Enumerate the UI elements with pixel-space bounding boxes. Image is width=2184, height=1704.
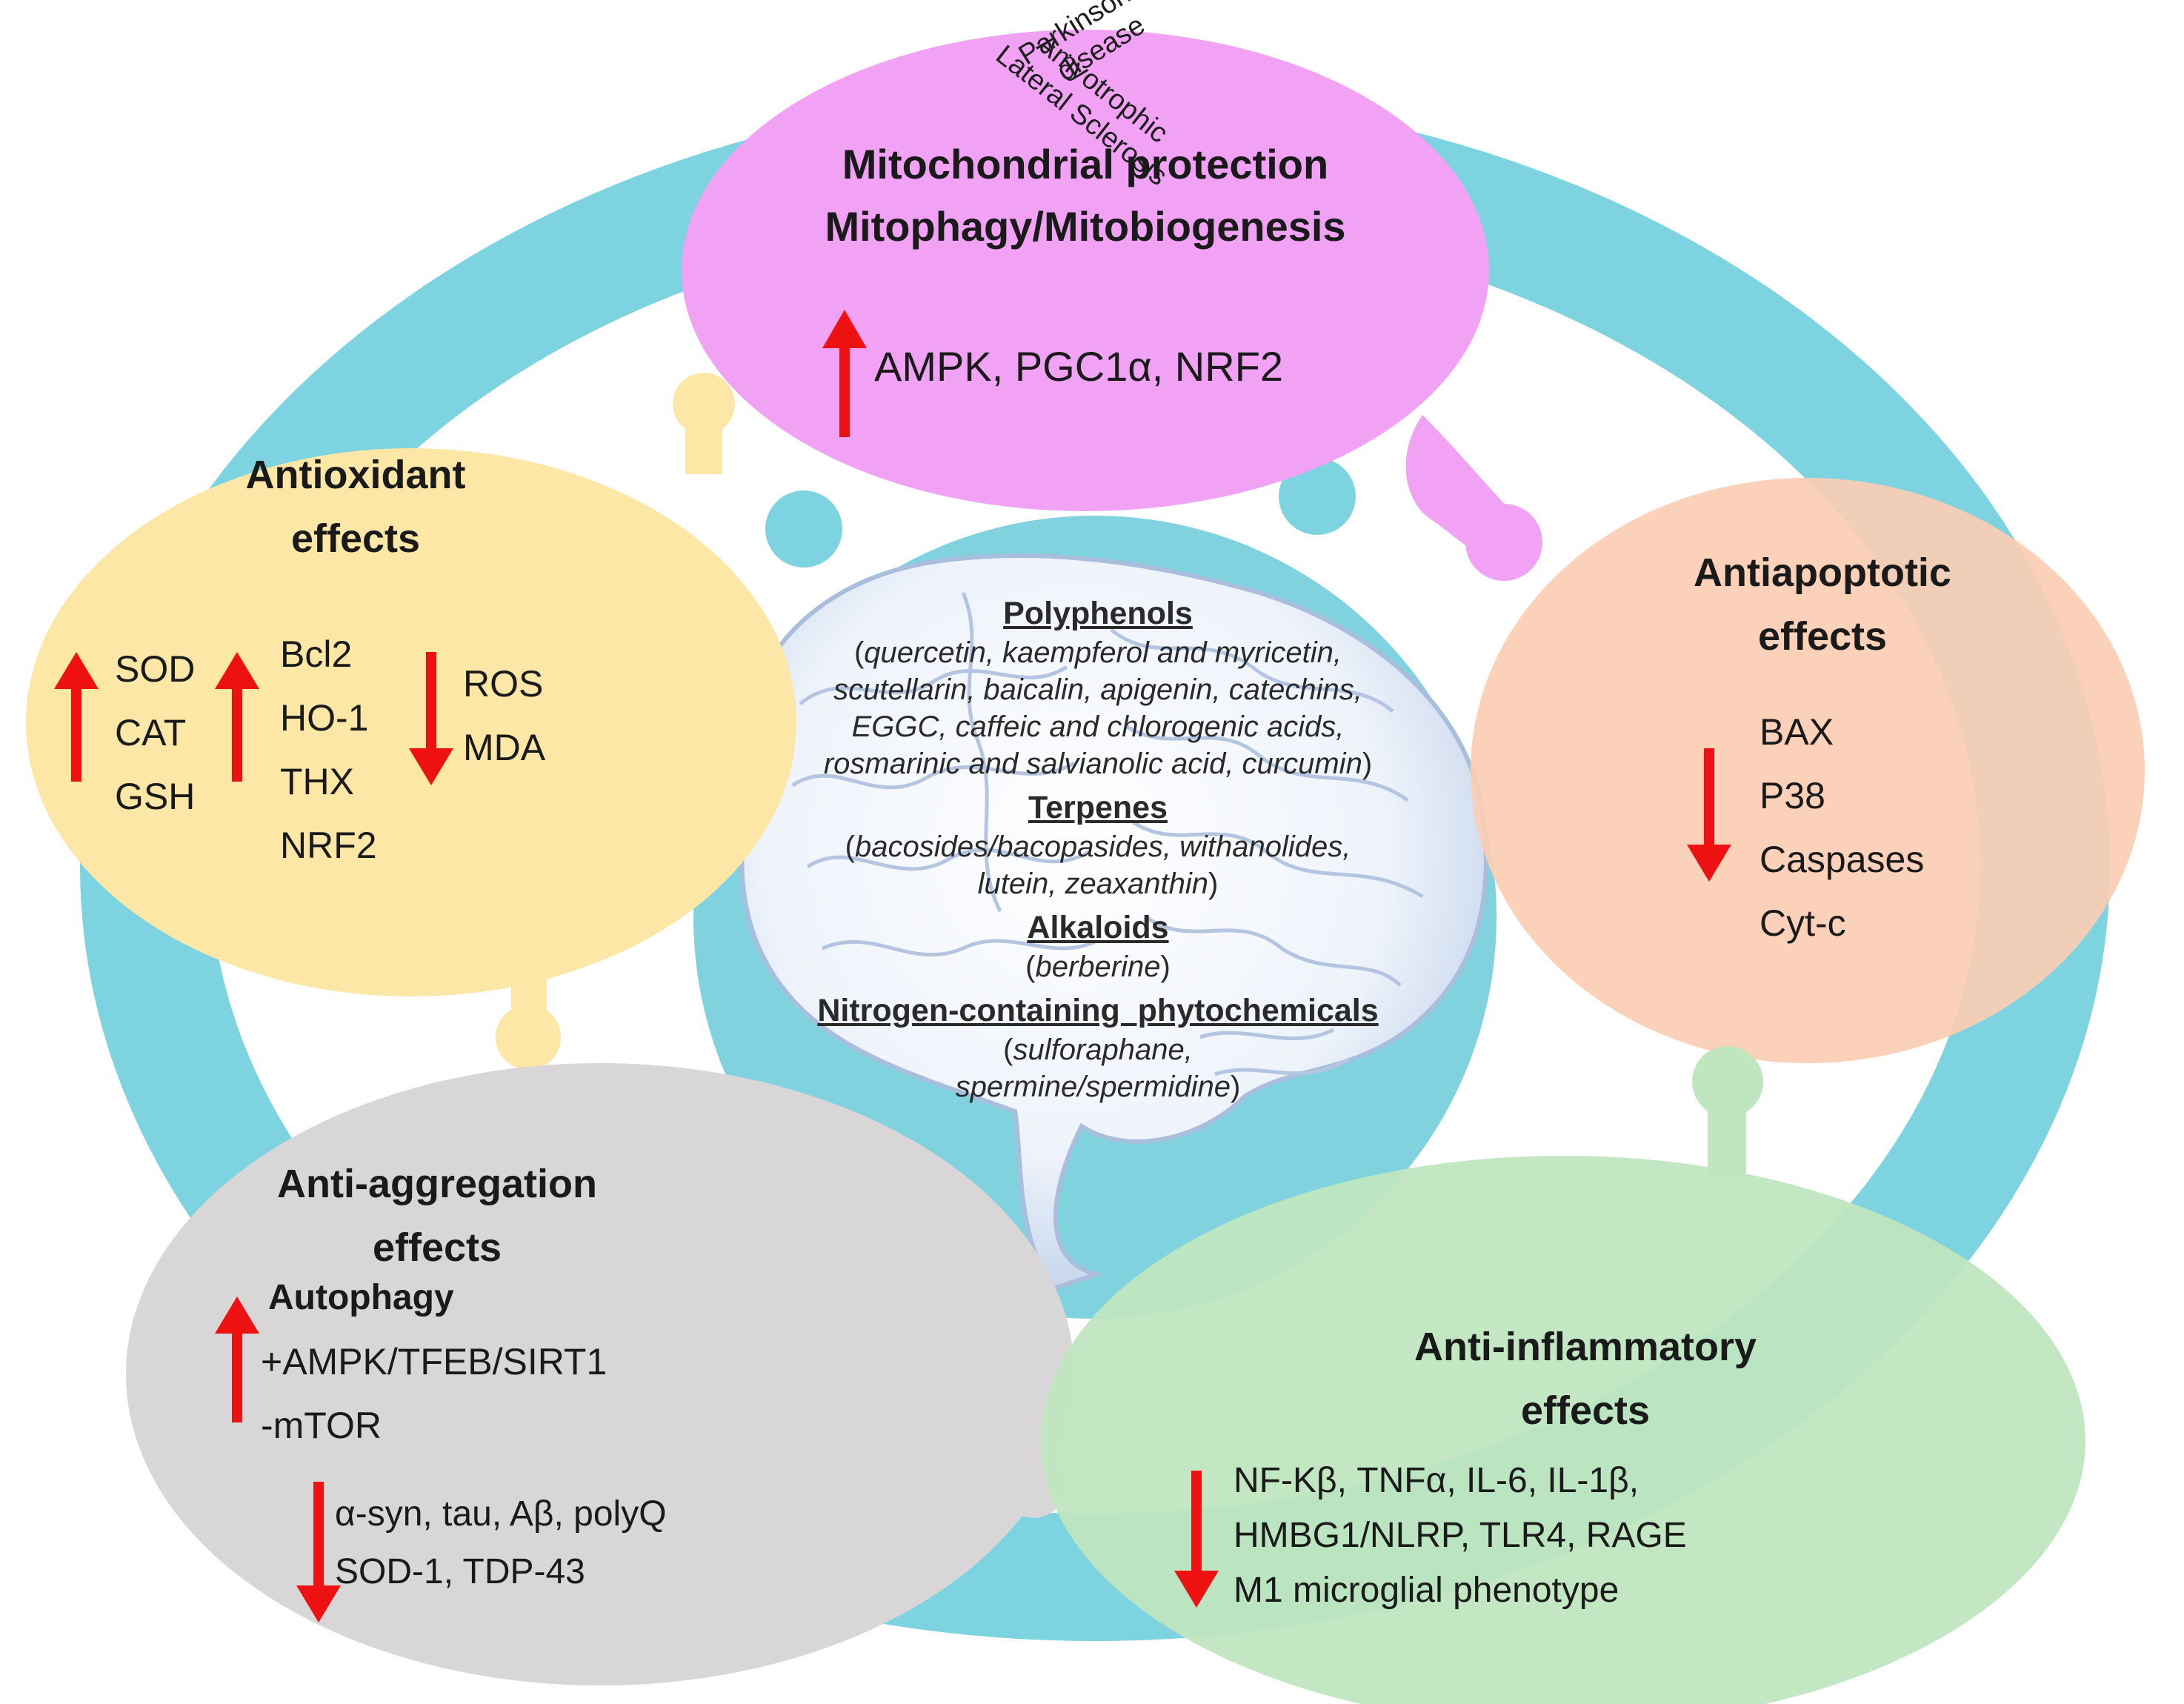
polyphenols-list: (quercetin, kaempferol and myricetin, sc… (823, 636, 1373, 780)
antiinflammatory-title-line-1: Anti-inflammatory (1414, 1325, 1757, 1369)
marker-mtor: -mTOR (261, 1405, 382, 1446)
antiinflammatory-lobe (1041, 1082, 2085, 1704)
marker-gsh: GSH (115, 776, 196, 817)
nitrogen-line-1: sulforaphane, (1013, 1034, 1193, 1066)
antiaggregation-title-line-1: Anti-aggregation (277, 1162, 597, 1206)
up-arrow-antioxidant-1 (54, 652, 99, 782)
antiaggregation-down-markers: α-syn, tau, Aβ, polyQ SOD-1, TDP-43 (335, 1485, 667, 1601)
nitrogen-heading: Nitrogen-containing phytochemicals (817, 993, 1379, 1028)
arrows (54, 310, 1731, 1623)
antiapoptotic-markers: BAX P38 Caspases Cyt-c (1759, 700, 1924, 955)
mitochondrial-title-line-2: Mitophagy/Mitobiogenesis (825, 203, 1346, 250)
marker-bcl2: Bcl2 (280, 633, 353, 675)
mitochondrial-title-line-1: Mitochondrial protection (842, 141, 1329, 187)
marker-sod1-tdp43: SOD-1, TDP-43 (335, 1552, 585, 1591)
nitrogen-line-2: spermine/spermidine (955, 1071, 1231, 1103)
antioxidant-title: Antioxidant effects (178, 443, 533, 570)
marker-microglia: M1 microglial phenotype (1234, 1571, 1619, 1610)
polyphenols-line-2: scutellarin, baicalin, apigenin, catechi… (833, 673, 1362, 706)
marker-cat: CAT (115, 712, 187, 753)
marker-cytokines: NF-Kβ, TNFα, IL-6, IL-1β, (1234, 1461, 1639, 1500)
marker-ros: ROS (463, 663, 544, 705)
marker-nrf2: NRF2 (280, 825, 377, 866)
antiinflammatory-title-line-2: effects (1520, 1388, 1651, 1433)
polyphenols-line-1: quercetin, kaempferol and myricetin, (864, 636, 1342, 669)
antiinflammatory-markers: NF-Kβ, TNFα, IL-6, IL-1β, HMBG1/NLRP, TL… (1234, 1454, 1687, 1618)
antioxidant-col3: ROS MDA (463, 652, 545, 779)
up-arrow-antiaggregation (215, 1297, 259, 1422)
antioxidant-title-line-2: effects (290, 516, 421, 561)
alkaloids-list: (berberine) (1025, 951, 1171, 983)
down-arrow-antiinflammatory (1174, 1471, 1219, 1608)
mitochondrial-markers: AMPK, PGC1α, NRF2 (874, 343, 1284, 390)
terpenes-list: (bacosides/bacopasides, withanolides, lu… (845, 831, 1351, 900)
mitochondrial-lobe (682, 30, 1542, 581)
antioxidant-title-line-1: Antioxidant (245, 453, 466, 497)
polyphenols-heading: Polyphenols (1003, 596, 1193, 631)
antiaggregation-title-line-2: effects (372, 1225, 502, 1270)
marker-receptors: HMBG1/NLRP, TLR4, RAGE (1234, 1516, 1687, 1555)
marker-protein-aggregates: α-syn, tau, Aβ, polyQ (335, 1494, 667, 1534)
marker-ampk-tfeb-sirt1: +AMPK/TFEB/SIRT1 (261, 1341, 607, 1382)
antiapoptotic-title: Antiapoptotic effects (1630, 541, 2015, 668)
antiinflammatory-title: Anti-inflammatory effects (1356, 1315, 1815, 1442)
antioxidant-col2: Bcl2 HO-1 THX NRF2 (280, 622, 377, 877)
marker-ho1: HO-1 (280, 697, 369, 739)
polyphenols-line-3: EGGC, caffeic and chlorogenic acids, (851, 710, 1345, 743)
marker-bax: BAX (1759, 711, 1834, 753)
alkaloids-heading: Alkaloids (1027, 910, 1169, 945)
antiaggregation-up-markers: +AMPK/TFEB/SIRT1 -mTOR (261, 1330, 607, 1457)
terpenes-heading: Terpenes (1028, 790, 1168, 825)
antiapoptotic-title-line-2: effects (1757, 614, 1888, 659)
polyphenols-line-4: rosmarinic and salvianolic acid, curcumi… (823, 748, 1362, 780)
autophagy-heading: Autophagy (268, 1278, 454, 1317)
marker-sod: SOD (115, 648, 196, 690)
center-text: Polyphenols (quercetin, kaempferol and m… (690, 593, 1505, 1105)
marker-caspases: Caspases (1759, 839, 1925, 880)
antiapoptotic-title-line-1: Antiapoptotic (1694, 550, 1951, 595)
brain-illustration (739, 553, 1488, 1292)
alkaloids-line-1: berberine (1035, 951, 1161, 983)
up-arrow-mitochondrial (822, 310, 867, 437)
antioxidant-lobe (26, 373, 796, 1070)
terpenes-line-1: bacosides/bacopasides, withanolides, (855, 831, 1351, 863)
down-arrow-antioxidant (409, 652, 453, 785)
terpenes-line-2: lutein, zeaxanthin (977, 868, 1208, 900)
down-arrow-antiapoptotic (1687, 748, 1731, 882)
down-arrow-antiaggregation (296, 1482, 341, 1623)
mitochondrial-title: Mitochondrial protection Mitophagy/Mitob… (711, 133, 1459, 258)
antiaggregation-title: Anti-aggregation effects (222, 1152, 652, 1279)
marker-thx: THX (280, 761, 354, 802)
antioxidant-col1: SOD CAT GSH (115, 637, 195, 828)
marker-p38: P38 (1759, 775, 1825, 816)
marker-cytc: Cyt-c (1759, 902, 1846, 944)
marker-mda: MDA (463, 727, 546, 768)
nitrogen-list: (sulforaphane, spermine/spermidine) (955, 1034, 1241, 1103)
up-arrow-antioxidant-2 (215, 652, 259, 782)
